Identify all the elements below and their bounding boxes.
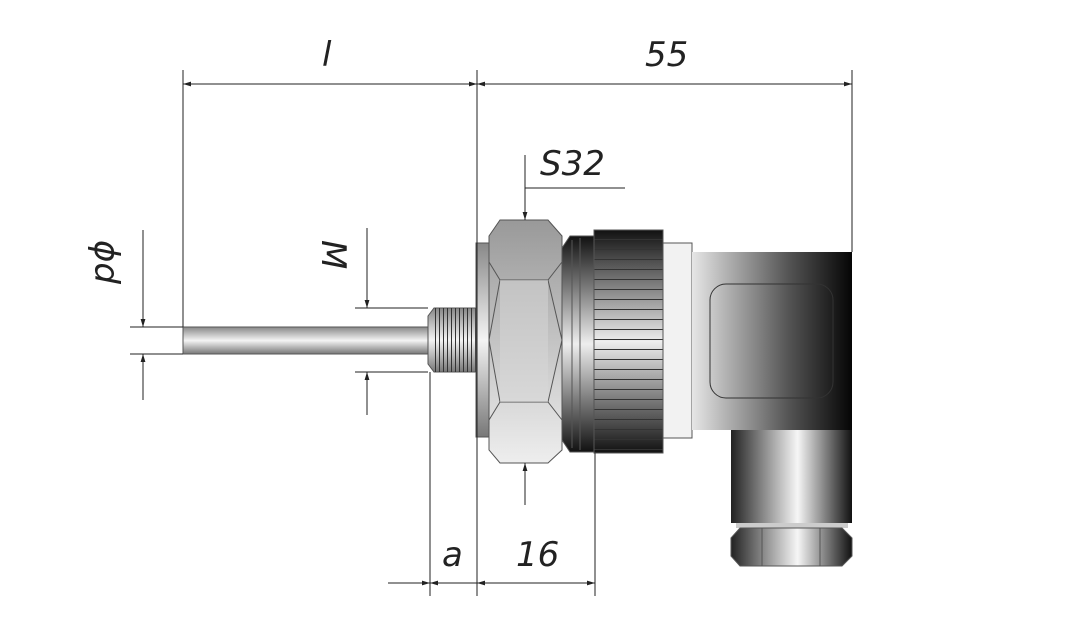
cable-gland <box>730 430 853 567</box>
connector-body <box>692 252 852 430</box>
dimension-55-label: 55 <box>645 35 688 75</box>
dimension-a-label: a <box>442 535 463 575</box>
threaded-fitting <box>427 307 478 373</box>
dimension-16: 16 <box>477 453 596 596</box>
dimension-16-label: 16 <box>516 535 559 575</box>
dimension-m-label: M <box>313 240 353 269</box>
dimension-l-label: l <box>322 35 332 75</box>
dimension-s32-label: S32 <box>540 144 605 184</box>
connector-collar <box>662 242 693 439</box>
dimension-m: M <box>313 228 428 415</box>
dimension-s32: S32 <box>522 144 625 505</box>
dimension-phi-d: ϕd <box>86 230 183 400</box>
probe-rod <box>182 326 429 355</box>
dimension-55: 55 <box>476 35 853 596</box>
flange <box>475 242 491 438</box>
sealing-ring <box>561 235 595 453</box>
knurled-nut <box>593 229 664 454</box>
dimension-phi-d-label: ϕd <box>86 240 126 284</box>
dimension-a: a <box>388 372 477 596</box>
dimension-l: l <box>182 35 477 327</box>
hex-nut <box>488 219 563 464</box>
